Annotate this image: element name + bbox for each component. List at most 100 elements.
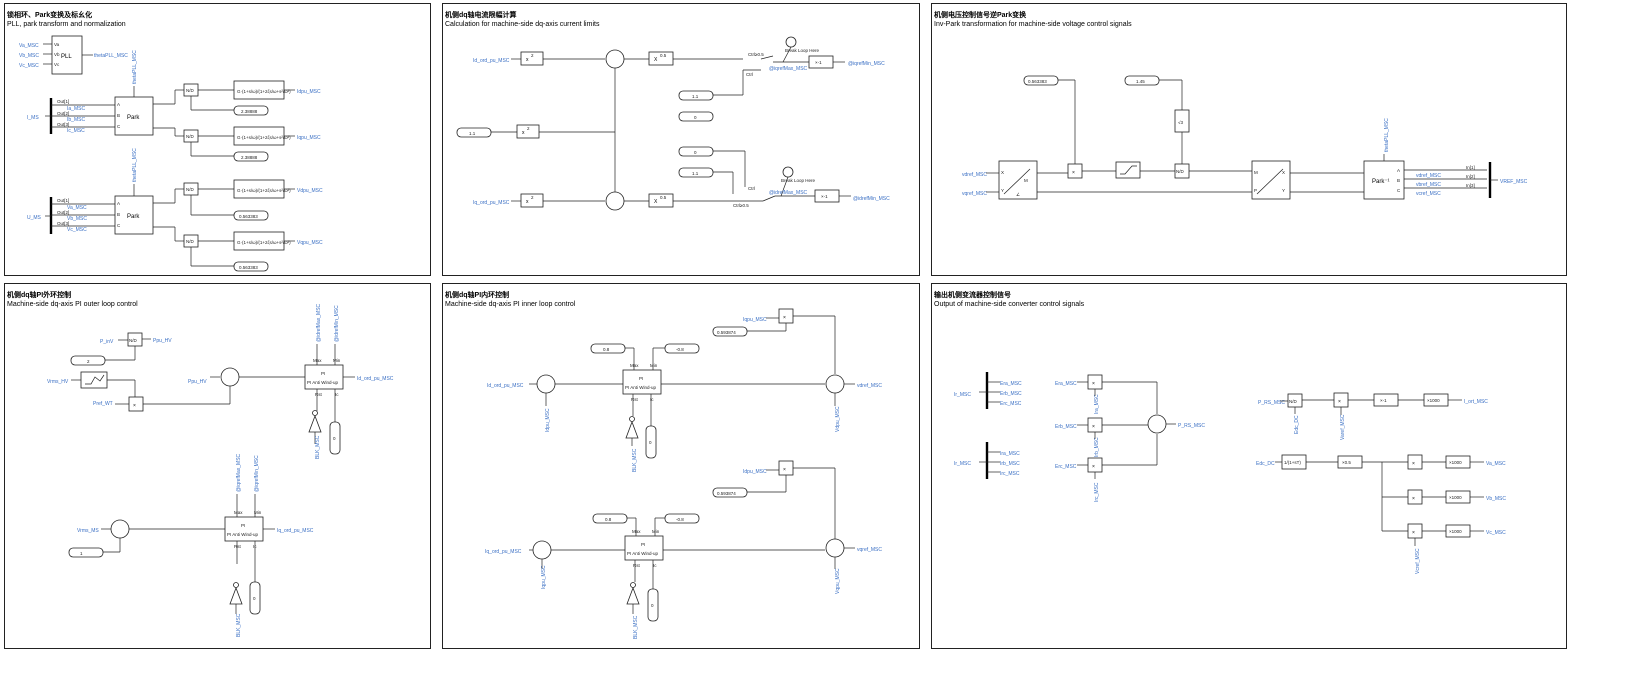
svg-text:Va: Va <box>54 42 60 47</box>
not-gate[interactable] <box>626 586 640 605</box>
sum-junction <box>605 191 625 211</box>
not-gate[interactable] <box>625 420 639 439</box>
const-block[interactable] <box>68 547 104 558</box>
const-block[interactable] <box>678 111 714 122</box>
const-block[interactable] <box>233 151 269 162</box>
out-iqpu: Iqpu_MSC <box>297 135 321 141</box>
multiply-block[interactable] <box>1087 457 1103 473</box>
multiply-block[interactable] <box>1407 454 1423 470</box>
const-block[interactable] <box>233 210 269 221</box>
pi-controller-1[interactable] <box>304 364 344 390</box>
const-zero-block[interactable] <box>647 588 659 622</box>
const-block[interactable] <box>590 343 626 354</box>
svg-text:Out[1]: Out[1] <box>57 99 69 104</box>
pll-park-diagram: PLL Va Vb Vc Va_MSC Vb_MSC Vc_MSC thetaP… <box>19 35 323 272</box>
svg-text:X: X <box>654 57 658 63</box>
const-block[interactable] <box>664 513 700 524</box>
multiply-block[interactable] <box>778 460 794 476</box>
const-zero-block[interactable] <box>645 425 657 459</box>
multiply-block[interactable] <box>1407 489 1423 505</box>
const-block[interactable] <box>233 105 269 116</box>
svg-text:Ppu_HV: Ppu_HV <box>188 379 207 385</box>
out-idpu: Idpu_MSC <box>297 89 321 95</box>
inv-park-block[interactable] <box>1363 160 1405 200</box>
svg-text:M: M <box>1254 170 1258 175</box>
multiply-block[interactable] <box>778 308 794 324</box>
svg-text:×1000: ×1000 <box>1449 495 1462 500</box>
multiply-block[interactable] <box>1407 523 1423 539</box>
multiply-block[interactable] <box>128 396 144 412</box>
svg-text:Max: Max <box>630 363 639 368</box>
sqrt-block[interactable] <box>648 51 674 66</box>
svg-text:PI Anti Wind-up: PI Anti Wind-up <box>627 551 659 556</box>
pll-block[interactable] <box>51 35 83 75</box>
svg-text:In[1]: In[1] <box>1466 165 1475 170</box>
svg-text:X: X <box>1001 170 1004 175</box>
svg-text:Erb_MSC: Erb_MSC <box>1055 424 1077 430</box>
svg-text:Vcref_MSC: Vcref_MSC <box>1415 548 1421 574</box>
svg-text:0.563383: 0.563383 <box>239 265 258 270</box>
panel-current-limits: 机侧dq轴电流限幅计算 Calculation for machine-side… <box>442 3 920 276</box>
svg-text:Max: Max <box>632 529 641 534</box>
svg-text:Vqpu_MSC: Vqpu_MSC <box>835 568 841 594</box>
svg-text:×: × <box>1092 464 1095 470</box>
svg-text:×: × <box>1412 496 1415 502</box>
const-block[interactable] <box>456 127 492 138</box>
pi-controller-2[interactable] <box>224 516 264 542</box>
multiply-block[interactable] <box>1067 163 1083 179</box>
svg-text:Out[3]: Out[3] <box>57 122 69 127</box>
svg-text:0.8: 0.8 <box>603 347 610 352</box>
svg-text:In[3]: In[3] <box>1466 183 1475 188</box>
const-zero-block[interactable] <box>329 421 341 455</box>
not-gate[interactable] <box>308 414 322 433</box>
lookup-block[interactable] <box>80 371 108 389</box>
sum-out-label: P_RS_MSC <box>1178 423 1205 429</box>
multiply-block[interactable] <box>1087 417 1103 433</box>
multiply-block[interactable] <box>1333 392 1349 408</box>
svg-text:0.593874: 0.593874 <box>717 491 736 496</box>
svg-text:N/D: N/D <box>186 239 195 244</box>
const-block[interactable] <box>678 146 714 157</box>
out-vref: VREF_MSC <box>1500 179 1528 185</box>
sqrt-block[interactable] <box>648 193 674 208</box>
svg-text:×1000: ×1000 <box>1449 460 1462 465</box>
svg-text:Ic: Ic <box>650 397 654 402</box>
const-block[interactable] <box>678 90 714 101</box>
svg-text:Ir_MSC: Ir_MSC <box>954 392 971 398</box>
out-vdref: vdref_MSC <box>857 383 882 389</box>
const-block[interactable] <box>70 355 106 366</box>
svg-text:PI: PI <box>241 523 245 528</box>
svg-text:Iq_ord_pu_MSC: Iq_ord_pu_MSC <box>485 549 522 555</box>
square-block[interactable] <box>516 124 540 139</box>
multiply-block[interactable] <box>1087 374 1103 390</box>
const-block[interactable] <box>233 261 269 272</box>
square-block[interactable] <box>520 193 544 208</box>
square-block[interactable] <box>520 51 544 66</box>
const-block[interactable] <box>712 326 748 337</box>
switch-contact[interactable] <box>760 55 774 60</box>
const-zero-block[interactable] <box>249 581 261 615</box>
panel-title: 机侧dq轴PI内环控制 <box>445 292 510 299</box>
switch-contact[interactable] <box>762 195 776 202</box>
panel-outer-loop: 机侧dq轴PI外环控制 Machine-side dq-axis PI oute… <box>4 283 431 649</box>
limiter-block[interactable] <box>1115 161 1141 179</box>
svg-text:2: 2 <box>531 53 534 58</box>
const-block[interactable] <box>678 167 714 178</box>
pi-controller-d[interactable] <box>622 369 662 395</box>
inv-park-diagram: 0.563383 1.45 √3 vdref_MSC vqref_MSC XY … <box>962 75 1528 200</box>
svg-text:Irb_MSC: Irb_MSC <box>1094 437 1100 457</box>
svg-text:Max: Max <box>313 358 322 363</box>
const-block[interactable] <box>712 487 748 498</box>
const-block[interactable] <box>664 343 700 354</box>
const-block[interactable] <box>1124 75 1160 86</box>
const-block[interactable] <box>592 513 628 524</box>
panel-subtitle: Machine-side dq-axis PI outer loop contr… <box>7 301 138 308</box>
svg-text:0.5: 0.5 <box>660 53 667 58</box>
const-block[interactable] <box>1023 75 1059 86</box>
svg-text:0: 0 <box>333 436 336 441</box>
pi-controller-q[interactable] <box>624 535 664 561</box>
not-gate[interactable] <box>229 586 243 605</box>
park-block-1[interactable] <box>114 96 154 136</box>
park-block-2[interactable] <box>114 195 154 235</box>
svg-text:Varef_MSC: Varef_MSC <box>1340 414 1346 440</box>
